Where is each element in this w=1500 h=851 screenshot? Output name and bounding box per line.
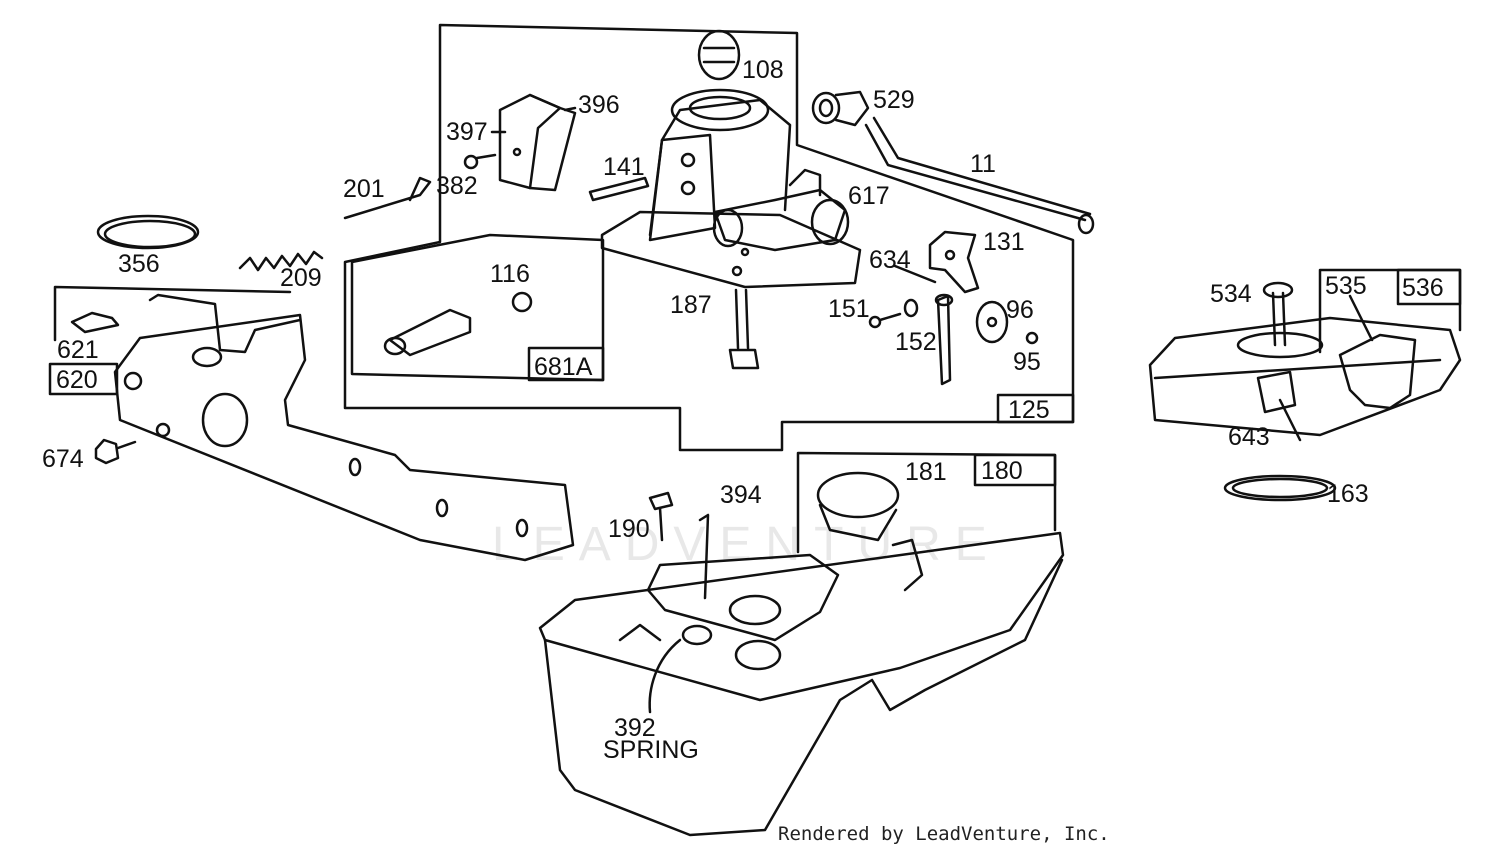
label-141: 141 — [603, 153, 645, 181]
elbow-529 — [811, 90, 870, 127]
label-356: 356 — [118, 250, 160, 278]
label-392-spring: SPRING — [603, 736, 699, 764]
label-643: 643 — [1228, 423, 1270, 451]
group-bracket-line — [53, 285, 292, 342]
label-151: 151 — [828, 295, 870, 323]
label-534: 534 — [1210, 280, 1252, 308]
label-131: 131 — [983, 228, 1025, 256]
gasket-394 — [646, 553, 840, 642]
label-397: 397 — [446, 118, 488, 146]
leader-396 — [563, 106, 577, 112]
screw-674 — [94, 438, 137, 465]
label-180: 180 — [981, 457, 1023, 485]
label-674: 674 — [42, 445, 84, 473]
fuel-pipe-end — [1077, 213, 1095, 235]
control-bracket-620 — [113, 293, 575, 562]
fuel-pipe-11 — [864, 116, 1092, 222]
label-617: 617 — [848, 182, 890, 210]
label-11: 11 — [970, 150, 996, 178]
label-181: 181 — [905, 458, 947, 486]
bolt-187 — [728, 288, 760, 370]
label-187: 187 — [670, 291, 712, 319]
label-95: 95 — [1013, 348, 1041, 376]
pin-141 — [588, 176, 650, 202]
label-681a: 681A — [534, 353, 593, 381]
label-116: 116 — [490, 260, 530, 288]
group-tank-line — [796, 451, 1057, 554]
main-jet-681a — [383, 291, 533, 357]
leader-643 — [1278, 398, 1302, 442]
screw-190 — [648, 491, 674, 542]
footer-credit: Rendered by LeadVenture, Inc. — [778, 823, 1110, 845]
leader-392 — [648, 638, 682, 714]
label-152: 152 — [895, 328, 937, 356]
label-382: 382 — [436, 172, 478, 200]
label-535: 535 — [1325, 272, 1367, 300]
label-634: 634 — [869, 246, 911, 274]
disc-96 — [975, 300, 1039, 345]
label-209: 209 — [280, 264, 322, 292]
label-394: 394 — [720, 481, 762, 509]
label-box-180 — [973, 453, 1057, 487]
label-396: 396 — [578, 91, 620, 119]
label-190: 190 — [608, 515, 650, 543]
air-cleaner-536 — [1148, 281, 1462, 502]
link-201 — [343, 176, 432, 220]
label-box-620 — [48, 362, 119, 396]
watermark-text: LEADVENTURE — [492, 518, 1001, 571]
label-box-536 — [1396, 268, 1462, 306]
label-163: 163 — [1327, 480, 1369, 508]
label-621: 621 — [57, 336, 99, 364]
label-620: 620 — [56, 366, 98, 394]
choke-plate-397 — [498, 93, 577, 192]
inset-box-681a — [350, 233, 605, 382]
label-201: 201 — [343, 175, 385, 203]
label-125: 125 — [1008, 396, 1050, 424]
carburetor-body — [600, 88, 862, 289]
throttle-lever-131 — [928, 230, 980, 294]
label-392: 392 — [614, 714, 656, 742]
label-96: 96 — [1006, 296, 1034, 324]
needle-valve-152 — [868, 293, 954, 386]
screw-382 — [463, 153, 497, 170]
label-536: 536 — [1402, 274, 1444, 302]
choke-shaft-108 — [697, 29, 741, 81]
label-529: 529 — [873, 86, 915, 114]
label-108: 108 — [742, 56, 784, 84]
leader-535 — [1348, 294, 1374, 342]
assembly-box-125 — [343, 23, 1075, 452]
part-labels: 108 396 397 382 201 141 529 11 617 131 6… — [42, 56, 1444, 764]
clip-621 — [70, 311, 120, 334]
leader-634 — [893, 264, 937, 284]
fuel-tank-180 — [538, 471, 1065, 837]
label-box-681a — [527, 346, 605, 382]
spring-209 — [238, 250, 324, 272]
fuel-pickup-wire — [698, 513, 710, 600]
label-box-125 — [996, 393, 1075, 424]
